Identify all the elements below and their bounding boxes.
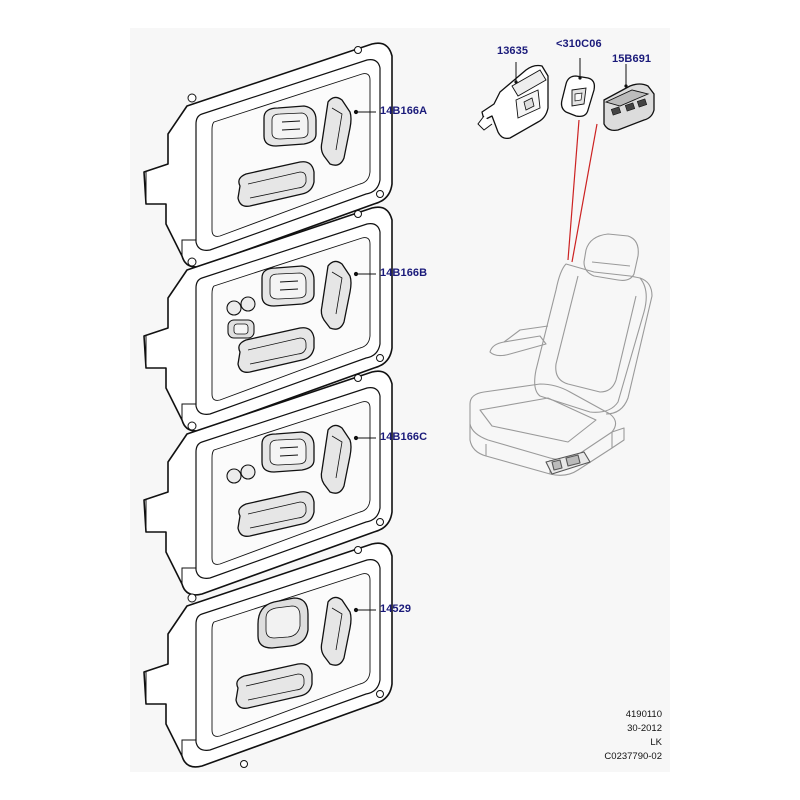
callout-14b166a: 14B166A (380, 105, 428, 117)
red-leader-lines (567, 119, 598, 263)
meta-line-1: 4190110 (625, 709, 662, 720)
diagram-meta: 4190110 30-2012 LK C0237790-02 (570, 708, 662, 764)
meta-line-4: C0237790-02 (604, 751, 662, 762)
callout-14b166c: 14B166C (380, 431, 428, 443)
seat-switch-14529 (143, 542, 393, 769)
callout-14b166b: 14B166B (380, 267, 428, 279)
meta-line-3: LK (650, 737, 662, 748)
seat-illustration (469, 233, 653, 476)
part-15b691-module (603, 64, 655, 132)
switch-leader-lines (353, 109, 376, 613)
callout-310c06: <310C06 (556, 38, 602, 50)
callout-13635: 13635 (497, 45, 529, 57)
callout-15b691: 15B691 (612, 53, 652, 65)
callout-14529: 14529 (380, 603, 412, 615)
part-310c06-trim-bezel (560, 58, 596, 118)
seat-switch-14b166b (143, 206, 393, 433)
meta-line-2: 30-2012 (627, 723, 662, 734)
seat-switch-14b166c (143, 370, 393, 597)
part-13635-switch-block (477, 62, 549, 140)
